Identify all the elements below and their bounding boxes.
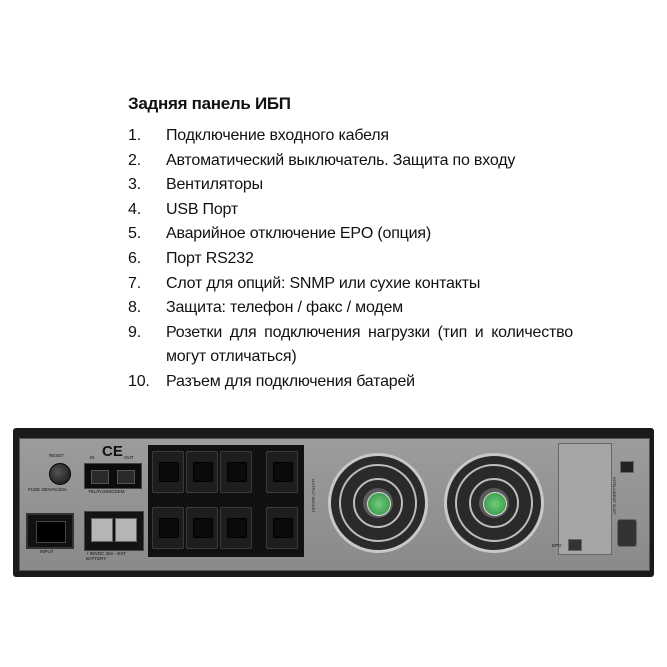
intelligent-slot [558,443,612,555]
list-item: 9.Розетки для подключения нагрузки (тип … [128,323,573,366]
fuse-label: FUSE 250VAC/20A [28,487,67,492]
slot-label: INTELLIGENT SLOT [612,477,617,515]
out-label: OUT [124,455,134,460]
tel-in-jack [91,470,109,484]
reset-button [49,463,71,485]
outlet [220,451,252,493]
list-item: 7.Слот для опций: SNMP или сухие контакт… [128,274,481,292]
document-title: Задняя панель ИБП [128,94,291,113]
fan-icon [328,453,428,553]
in-label: IN [90,455,95,460]
usb-port-icon [620,461,634,473]
document-text: Задняя панель ИБП 1.Подключение входного… [128,94,573,395]
list-item: 1.Подключение входного кабеля [128,127,389,144]
list-item: 6.Порт RS232 [128,249,254,267]
outlet [266,507,298,549]
output-socket-label: OUTPUT SOCKET [311,479,316,513]
battery-terminal [91,518,113,542]
output-sockets [148,445,304,557]
battery-terminal [115,518,137,542]
outlet [186,507,218,549]
ups-rear-panel-photo: RESET FUSE 250VAC/20A INPUT CE IN OUT TE… [13,428,654,577]
component-list: 1.Подключение входного кабеля 2.Автомати… [128,124,573,395]
battery-connector [84,511,144,551]
list-item: 10.Разъем для подключения батарей [128,372,415,390]
tel-fax-modem-ports [84,463,142,489]
tel-out-jack [117,470,135,484]
panel-face: RESET FUSE 250VAC/20A INPUT CE IN OUT TE… [19,438,650,571]
list-item: 3.Вентиляторы [128,176,263,194]
reset-label: RESET [49,453,65,458]
list-item: 2.Автоматический выключатель. Защита по … [128,151,516,169]
fan-icon [444,453,544,553]
rs232-port-icon [617,519,637,547]
outlet [186,451,218,493]
outlet [152,507,184,549]
epo-label: EPO [552,543,562,548]
input-label: INPUT [40,549,54,554]
epo-port [568,539,582,551]
input-socket [26,513,74,549]
outlet [220,507,252,549]
battery-label: + 96VDC 30A - EXT BATTERY [86,551,127,561]
outlet [152,451,184,493]
list-item: 4.USB Порт [128,200,239,218]
outlet [266,451,298,493]
ce-mark: CE [102,443,123,460]
list-item: 5.Аварийное отключение EPO (опция) [128,225,431,243]
list-item: 8.Защита: телефон / факс / модем [128,299,403,317]
tel-label: TEL/FAX/MODEM [88,489,125,494]
